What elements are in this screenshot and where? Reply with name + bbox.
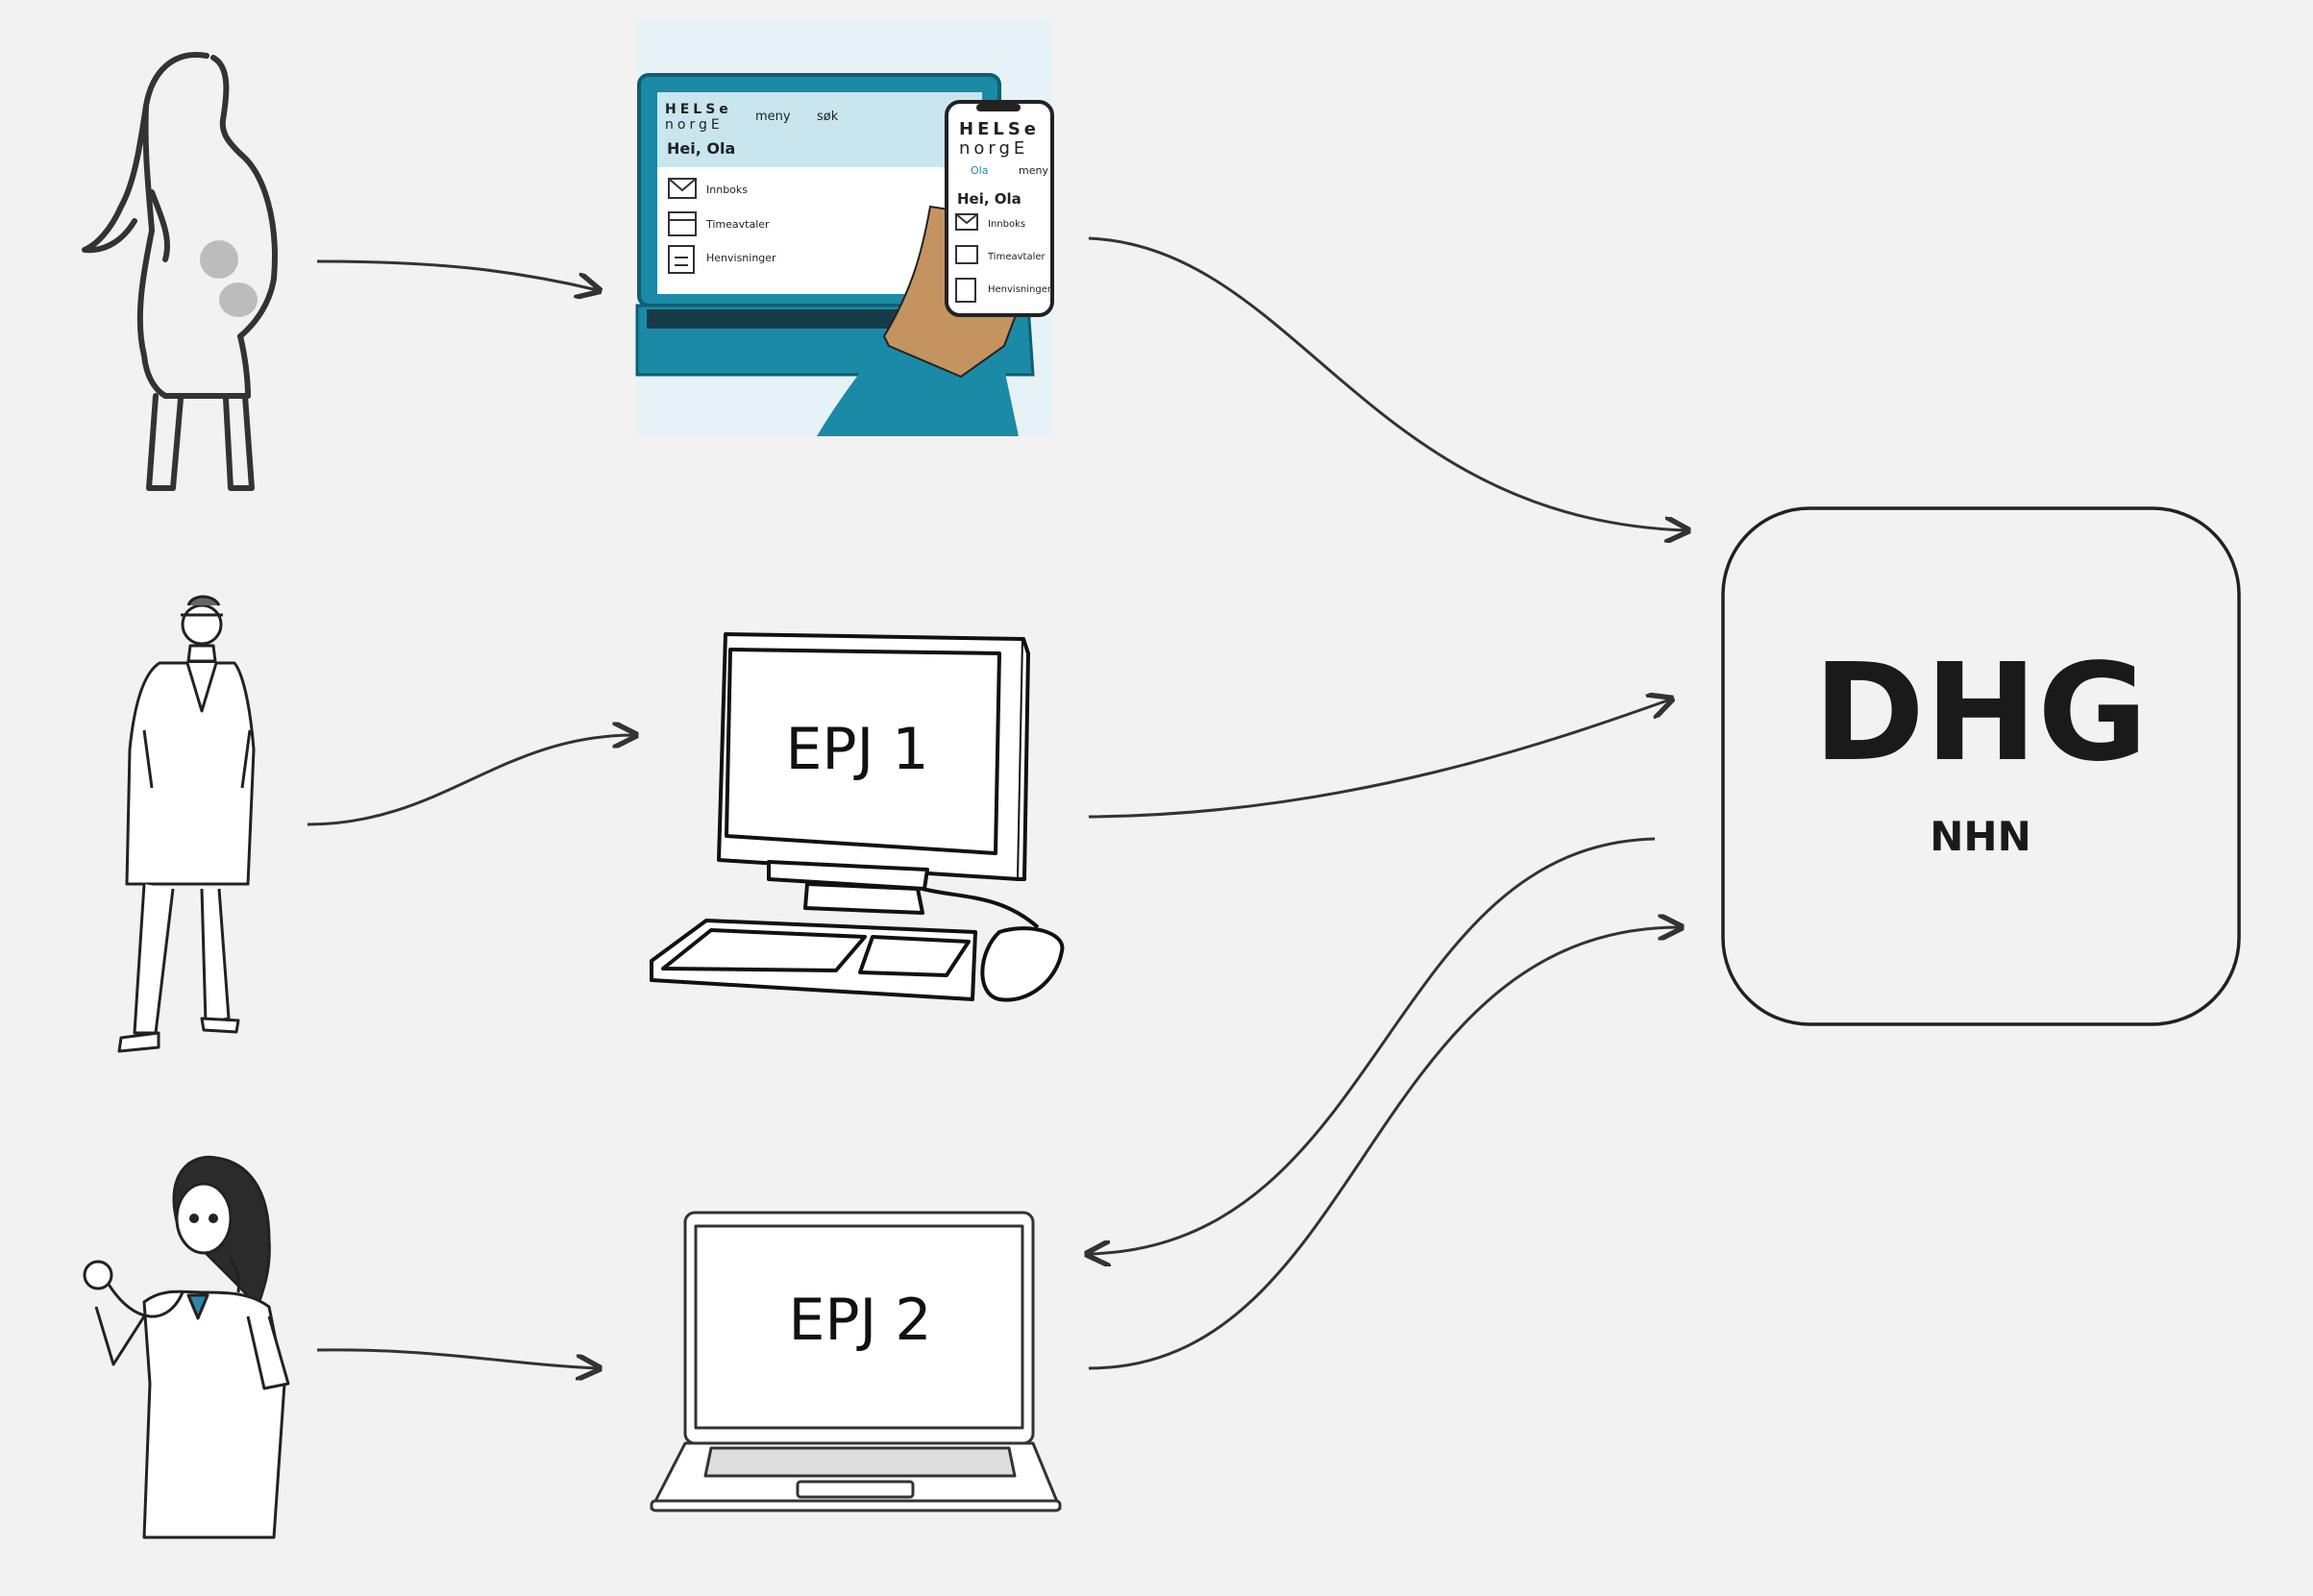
portal-greeting: Hei, Ola <box>667 139 735 158</box>
phone-user-label: Ola <box>971 164 988 177</box>
female-doctor-figure <box>83 1155 290 1539</box>
phone-brand-bottom: norgE <box>959 138 1028 159</box>
arrow-patient-to-portal <box>316 259 598 290</box>
portal-item-appointments: Timeavtaler <box>705 218 770 231</box>
portal-brand-top: HELSe <box>665 102 732 117</box>
phone-item-referrals: Henvisninger <box>988 284 1052 295</box>
portal-menu-label: meny <box>755 110 791 124</box>
epj1-label: EPJ 1 <box>785 716 928 783</box>
desktop-computer-epj1 <box>650 632 1065 1002</box>
phone-menu-label: meny <box>1019 164 1048 177</box>
epj2-label: EPJ 2 <box>788 1287 931 1354</box>
phone-item-inbox: Innboks <box>988 219 1025 230</box>
hub-subtitle: NHN <box>1930 813 2030 860</box>
portal-brand-bottom: norgE <box>665 117 724 133</box>
phone-brand-top: HELSe <box>959 119 1040 139</box>
arrow-nurse-to-epj2 <box>316 1348 598 1368</box>
male-doctor-figure <box>117 595 256 1053</box>
portal-item-inbox: Innboks <box>706 184 748 196</box>
portal-item-referrals: Henvisninger <box>706 252 776 264</box>
laptop-computer-epj2 <box>650 1211 1062 1512</box>
arrow-doctor-to-epj1 <box>307 735 634 826</box>
arrow-epj2-to-dhg <box>1088 927 1680 1370</box>
phone-greeting: Hei, Ola <box>957 190 1021 208</box>
phone-item-appointments: Timeavtaler <box>987 252 1046 262</box>
helsenorge-portal-illustration <box>635 19 1054 436</box>
arrow-portal-to-dhg <box>1088 236 1686 530</box>
dhg-hub-box <box>1721 506 2241 1026</box>
pregnant-woman-figure <box>82 52 278 491</box>
arrow-epj1-to-dhg <box>1088 700 1670 819</box>
portal-search-label: søk <box>817 110 839 124</box>
arrow-dhg-to-epj2 <box>1089 837 1656 1254</box>
hub-title: DHG <box>1813 635 2148 792</box>
baby-silhouette-icon <box>200 240 258 317</box>
